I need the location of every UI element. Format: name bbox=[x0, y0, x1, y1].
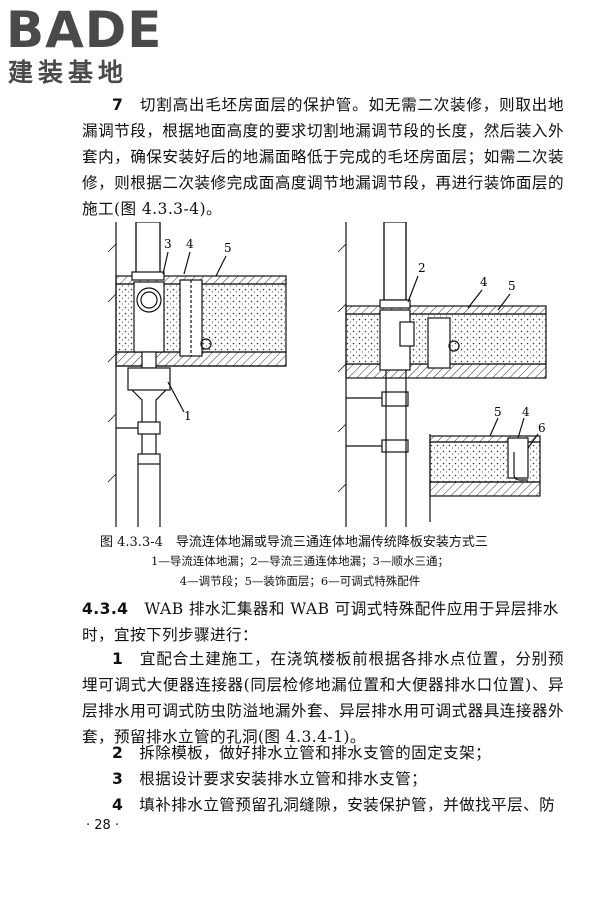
left-section bbox=[107, 221, 287, 527]
right-section bbox=[337, 221, 547, 527]
paragraph-number: 7 bbox=[112, 96, 124, 114]
step-3: 3 根据设计要求安装排水立管和排水支管； bbox=[82, 766, 564, 792]
callout-2: 2 bbox=[418, 261, 426, 275]
paragraph-7: 7 切割高出毛坯房面层的保护管。如无需二次装修，则取出地漏调节段，根据地面高度的… bbox=[82, 92, 564, 222]
section-4-3-4: 4.3.4 WAB 排水汇集器和 WAB 可调式特殊配件应用于异层排水时，宜按下… bbox=[82, 596, 564, 648]
figure-legend-line-1: 1—导流连体地漏；2—导流三通连体地漏；3—顺水三通； bbox=[151, 554, 449, 568]
callout-3: 3 bbox=[164, 237, 172, 251]
step-1: 1 宜配合土建施工，在浇筑楼板前根据各排水点位置，分别预埋可调式大便器连接器(同… bbox=[82, 646, 564, 750]
step-number: 4 bbox=[112, 796, 124, 814]
section-text: WAB 排水汇集器和 WAB 可调式特殊配件应用于异层排水时，宜按下列步骤进行： bbox=[82, 600, 559, 644]
bade-logo: BADE 建装基地 bbox=[6, 4, 186, 94]
step-4: 4 填补排水立管预留孔洞缝隙，安装保护管，并做找平层、防 bbox=[82, 792, 564, 818]
figure-legend-line-2: 4—调节段；5—装饰面层；6—可调式特殊配件 bbox=[179, 574, 421, 588]
callout-4-detail: 4 bbox=[522, 405, 530, 419]
paragraph-text: 切割高出毛坯房面层的保护管。如无需二次装修，则取出地漏调节段，根据地面高度的要求… bbox=[82, 96, 564, 218]
logo-subtitle: 建装基地 bbox=[8, 58, 129, 87]
callout-5-right: 5 bbox=[508, 279, 516, 293]
section-number: 4.3.4 bbox=[82, 600, 129, 618]
step-text: 填补排水立管预留孔洞缝隙，安装保护管，并做找平层、防 bbox=[139, 796, 556, 814]
step-2: 2 拆除模板，做好排水立管和排水支管的固定支架； bbox=[82, 740, 564, 766]
callout-5-detail: 5 bbox=[494, 405, 502, 419]
figure-caption: 图 4.3.3-4 导流连体地漏或导流三通连体地漏传统降板安装方式三 bbox=[100, 535, 488, 550]
step-number: 3 bbox=[112, 770, 124, 788]
callout-4-right: 4 bbox=[480, 275, 488, 289]
section-drawing: 3 4 5 1 bbox=[107, 221, 547, 527]
step-number: 1 bbox=[112, 650, 124, 668]
callout-5: 5 bbox=[224, 241, 232, 255]
step-text: 拆除模板，做好排水立管和排水支管的固定支架； bbox=[139, 744, 492, 762]
installation-figure: 3 4 5 1 bbox=[88, 221, 558, 532]
step-text: 宜配合土建施工，在浇筑楼板前根据各排水点位置，分别预埋可调式大便器连接器(同层检… bbox=[82, 650, 564, 746]
logo-wordmark: BADE bbox=[6, 1, 163, 59]
page-number: · 28 · bbox=[86, 818, 120, 833]
step-text: 根据设计要求安装排水立管和排水支管； bbox=[139, 770, 428, 788]
callout-1: 1 bbox=[184, 409, 192, 423]
step-number: 2 bbox=[112, 744, 124, 762]
callout-6-detail: 6 bbox=[538, 421, 546, 435]
callout-4: 4 bbox=[186, 237, 194, 251]
